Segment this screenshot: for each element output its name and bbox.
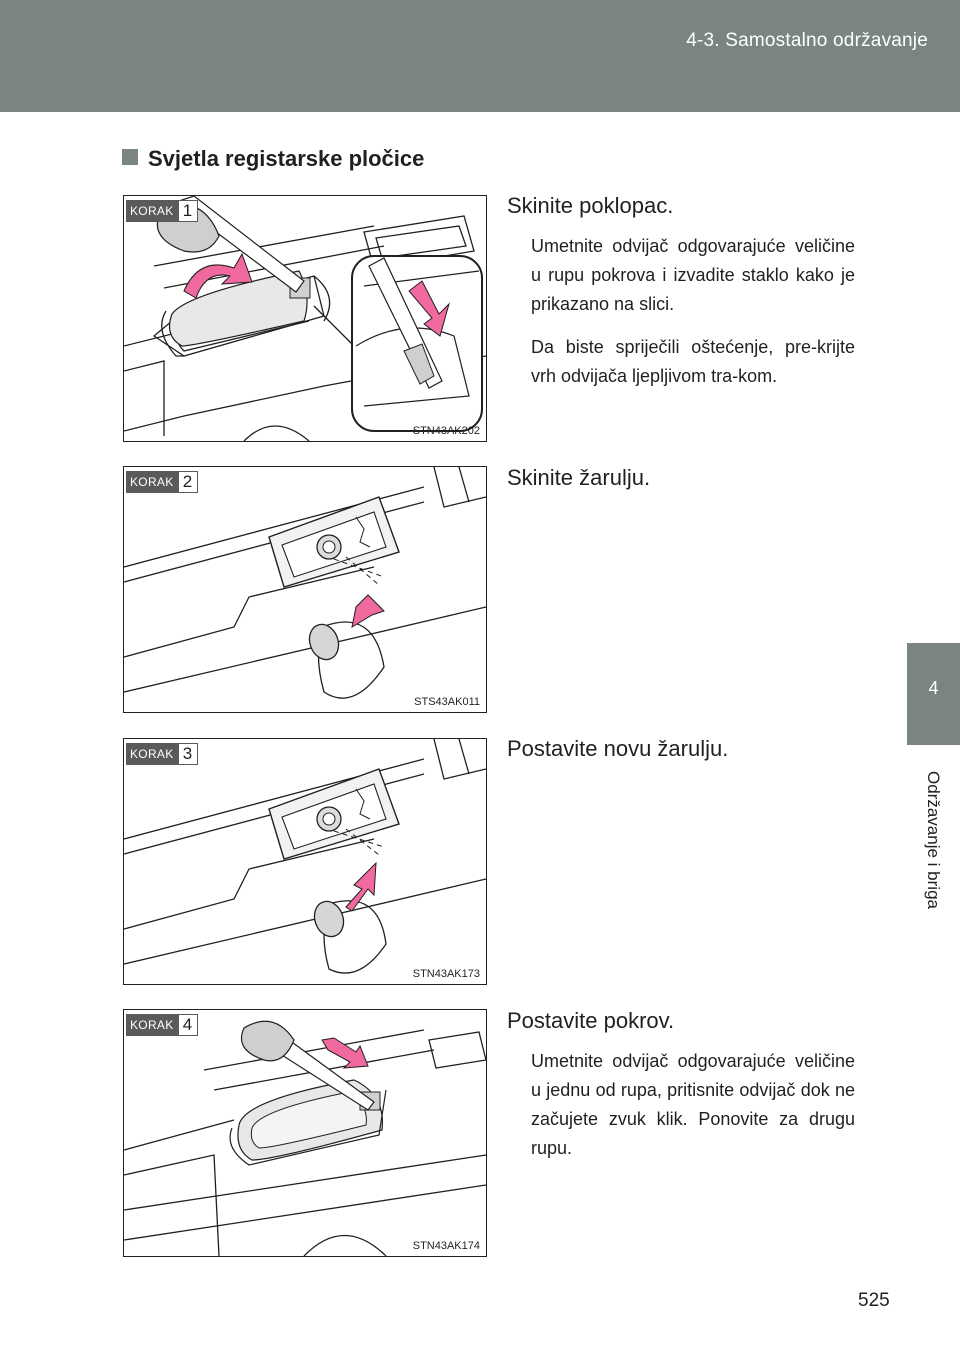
section-heading: Svjetla registarske pločice xyxy=(122,146,424,172)
figure-code: STS43AK011 xyxy=(414,696,480,708)
chapter-label: Održavanje i briga xyxy=(924,771,943,909)
header-bar: 4-3. Samostalno održavanje xyxy=(0,0,960,112)
chapter-number: 4 xyxy=(928,678,939,698)
figure-step-1: KORAK 1 STN43AK202 xyxy=(123,195,487,442)
step-4-body: Umetnite odvijač odgovarajuće veličine u… xyxy=(531,1047,855,1177)
step-badge-label: KORAK xyxy=(126,1014,178,1036)
figure-step-2: KORAK 2 STS43AK011 xyxy=(123,466,487,713)
step-badge: KORAK 1 xyxy=(126,200,198,222)
step-2-title: Skinite žarulju. xyxy=(507,465,651,490)
step-1-paragraph-2: Da biste spriječili oštećenje, pre-krijt… xyxy=(531,337,855,386)
figure-step-4: KORAK 4 STN43AK174 xyxy=(123,1009,487,1257)
step-badge-number: 4 xyxy=(177,1014,198,1036)
step-badge-label: KORAK xyxy=(126,743,178,765)
step-badge: KORAK 2 xyxy=(126,471,198,493)
step-4-title: Postavite pokrov. xyxy=(507,1008,675,1033)
cover-removal-illustration xyxy=(124,196,486,441)
step-4-paragraph-1: Umetnite odvijač odgovarajuće veličine u… xyxy=(531,1051,855,1158)
step-1-paragraph-1: Umetnite odvijač odgovarajuće veličine u… xyxy=(531,236,855,314)
chapter-tab: 4 xyxy=(907,643,960,745)
figure-code: STN43AK173 xyxy=(412,968,480,980)
bulb-installation-illustration xyxy=(124,739,486,974)
figure-code: STN43AK174 xyxy=(412,1240,480,1252)
chapter-label-container: Održavanje i briga xyxy=(907,745,960,935)
square-bullet-icon xyxy=(122,149,138,165)
step-badge-label: KORAK xyxy=(126,471,178,493)
bulb-removal-illustration xyxy=(124,467,486,699)
section-heading-text: Svjetla registarske pločice xyxy=(148,146,425,171)
step-badge-number: 2 xyxy=(177,471,198,493)
step-badge-number: 3 xyxy=(177,743,198,765)
figure-step-3: KORAK 3 STN43AK173 xyxy=(123,738,487,985)
figure-code: STN43AK202 xyxy=(412,425,480,437)
header-section-title: 4-3. Samostalno održavanje xyxy=(686,30,928,51)
step-badge-number: 1 xyxy=(177,200,198,222)
cover-installation-illustration xyxy=(124,1020,486,1256)
step-1-title: Skinite poklopac. xyxy=(507,193,674,218)
page-number: 525 xyxy=(858,1290,890,1311)
step-1-body: Umetnite odvijač odgovarajuće veličine u… xyxy=(531,232,855,405)
step-badge: KORAK 3 xyxy=(126,743,198,765)
step-badge-label: KORAK xyxy=(126,200,178,222)
step-badge: KORAK 4 xyxy=(126,1014,198,1036)
step-3-title: Postavite novu žarulju. xyxy=(507,736,729,761)
